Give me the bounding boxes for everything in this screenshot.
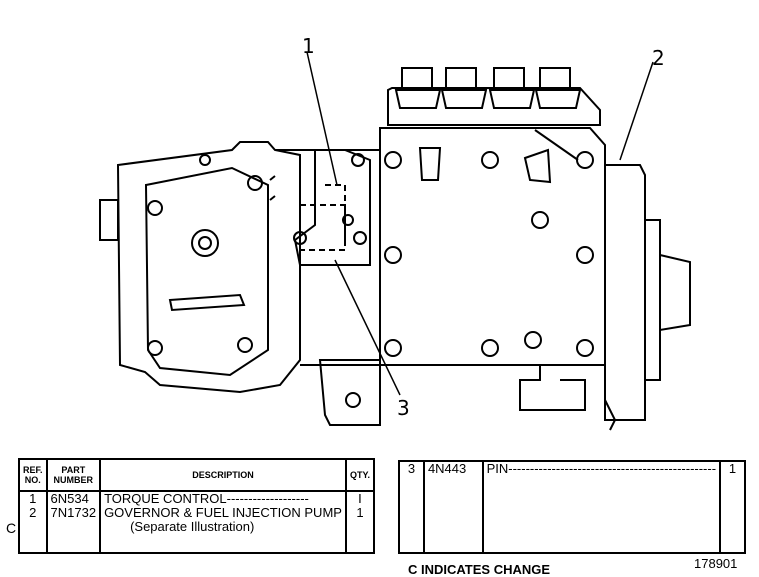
- part-1: 6N534: [50, 491, 89, 506]
- header-ref-no: REF. NO.: [18, 458, 48, 492]
- header-qty: QTY.: [344, 458, 375, 492]
- desc-2-note: (Separate Illustration): [130, 519, 255, 534]
- governor-housing: [99, 141, 301, 394]
- change-indicator: C: [6, 520, 17, 536]
- callout-3: 3: [397, 396, 410, 420]
- callout-2: 2: [652, 46, 665, 70]
- parts-table-right: 3 4N443 PIN-----------------------------…: [398, 460, 746, 554]
- change-legend: C INDICATES CHANGE: [408, 562, 551, 577]
- table-row: 1 2 6N534 7N1732 TORQUE CONTROL---------…: [18, 490, 375, 554]
- ref-1: 1: [29, 491, 37, 506]
- ref-3: 3: [398, 460, 425, 554]
- hex-bolts: [384, 151, 594, 357]
- header-description: DESCRIPTION: [99, 458, 347, 492]
- desc-1: TORQUE CONTROL-------------------: [104, 491, 309, 506]
- ref-column: 1 2: [18, 490, 48, 554]
- desc-3: PIN-------------------------------------…: [481, 460, 722, 554]
- table-header-row: REF. NO. PART NUMBER DESCRIPTION QTY.: [18, 458, 375, 492]
- qty-1: I: [358, 491, 362, 506]
- part-2: 7N1732: [50, 505, 97, 520]
- pump-body-middle: [275, 149, 381, 426]
- drive-end-flange: [604, 164, 691, 431]
- parts-table-left: REF. NO. PART NUMBER DESCRIPTION QTY. 1 …: [18, 458, 375, 554]
- drawing-number: 178901: [694, 556, 738, 571]
- desc-2: GOVERNOR & FUEL INJECTION PUMP: [104, 505, 342, 520]
- header-part-number: PART NUMBER: [45, 458, 102, 492]
- qty-2: 1: [356, 505, 364, 520]
- qty-3: 1: [719, 460, 746, 554]
- table-row: 3 4N443 PIN-----------------------------…: [398, 460, 746, 554]
- description-column: TORQUE CONTROL------------------- GOVERN…: [99, 490, 347, 554]
- ref-2: 2: [29, 505, 37, 520]
- fuel-outlet-fittings: [394, 67, 582, 109]
- part-column: 6N534 7N1732: [45, 490, 102, 554]
- part-3: 4N443: [422, 460, 484, 554]
- qty-column: I 1: [344, 490, 375, 554]
- pump-illustration: [99, 51, 691, 431]
- callout-1: 1: [302, 34, 315, 58]
- callout-leaders: [306, 51, 654, 396]
- pump-main-block: [379, 67, 606, 411]
